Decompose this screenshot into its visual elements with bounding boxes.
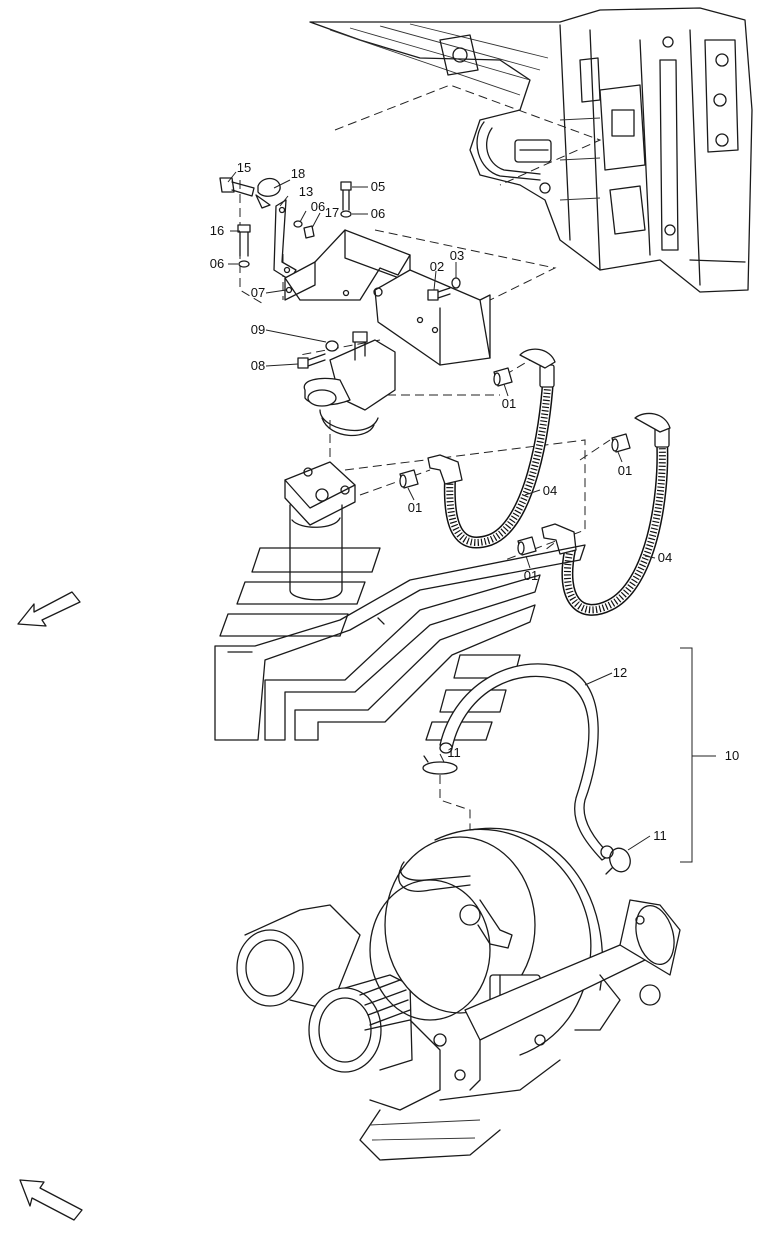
washer-03: [451, 277, 461, 289]
callout-01a: 01: [502, 396, 516, 411]
callout-08: 08: [251, 358, 265, 373]
filter-head: [303, 331, 396, 437]
callout-03: 03: [450, 248, 464, 263]
bracket-07: [284, 229, 411, 301]
callout-04a: 04: [543, 483, 557, 498]
callout-11a: 11: [447, 745, 461, 760]
fitting-01-c: [399, 469, 419, 489]
callout-labels: 15 18 13 05 06 17 06 16 06 07 02 03 09 0…: [210, 160, 739, 843]
callout-11b: 11: [653, 828, 667, 843]
hose-04-right: [541, 412, 671, 616]
nut-17: [303, 225, 315, 239]
washer-06-upper: [293, 220, 303, 228]
fitting-01-a: [493, 367, 513, 387]
callout-06b: 06: [371, 206, 385, 221]
callout-15: 15: [237, 160, 251, 175]
washer-09: [325, 340, 339, 352]
fitting-01-d: [517, 536, 537, 556]
callout-02: 02: [430, 259, 444, 274]
callout-16: 16: [210, 223, 224, 238]
hose-04-left: [427, 348, 556, 549]
callout-12: 12: [613, 665, 627, 680]
bolt-02: [427, 287, 451, 301]
callout-18: 18: [291, 166, 305, 181]
callout-06c: 06: [210, 256, 224, 271]
callout-01d: 01: [524, 568, 538, 583]
fitting-01-b: [611, 433, 631, 453]
clamp-11-upper: [422, 755, 458, 775]
assembly-lines: [239, 84, 611, 830]
callout-09: 09: [251, 322, 265, 337]
washer-06-mid: [340, 210, 352, 218]
bracket-right: [373, 269, 491, 366]
engine-outline-chevrons: [214, 544, 586, 741]
callout-01c: 01: [408, 500, 422, 515]
washer-06-lower: [238, 260, 250, 268]
direction-arrow-icon: [17, 591, 81, 627]
bracket-10: [680, 647, 693, 863]
callout-07: 07: [251, 285, 265, 300]
engine-block: [309, 7, 753, 293]
callout-06a: 06: [311, 199, 325, 214]
filter-cartridge: [284, 461, 356, 601]
callout-13: 13: [299, 184, 313, 199]
clamp-18: [255, 177, 281, 209]
callout-01b: 01: [618, 463, 632, 478]
callout-17: 17: [325, 205, 339, 220]
callout-10: 10: [725, 748, 739, 763]
direction-arrow-icon: [19, 1179, 83, 1221]
clamp-11-lower: [605, 847, 631, 875]
bolt-15: [219, 177, 255, 197]
callout-05: 05: [371, 179, 385, 194]
turbocharger: [236, 827, 681, 1161]
bolt-08: [297, 353, 326, 369]
bracket-13: [273, 199, 297, 281]
leader-lines: [227, 171, 716, 851]
callout-04b: 04: [658, 550, 672, 565]
bolt-16: [237, 224, 251, 257]
bolt-05: [340, 181, 352, 211]
